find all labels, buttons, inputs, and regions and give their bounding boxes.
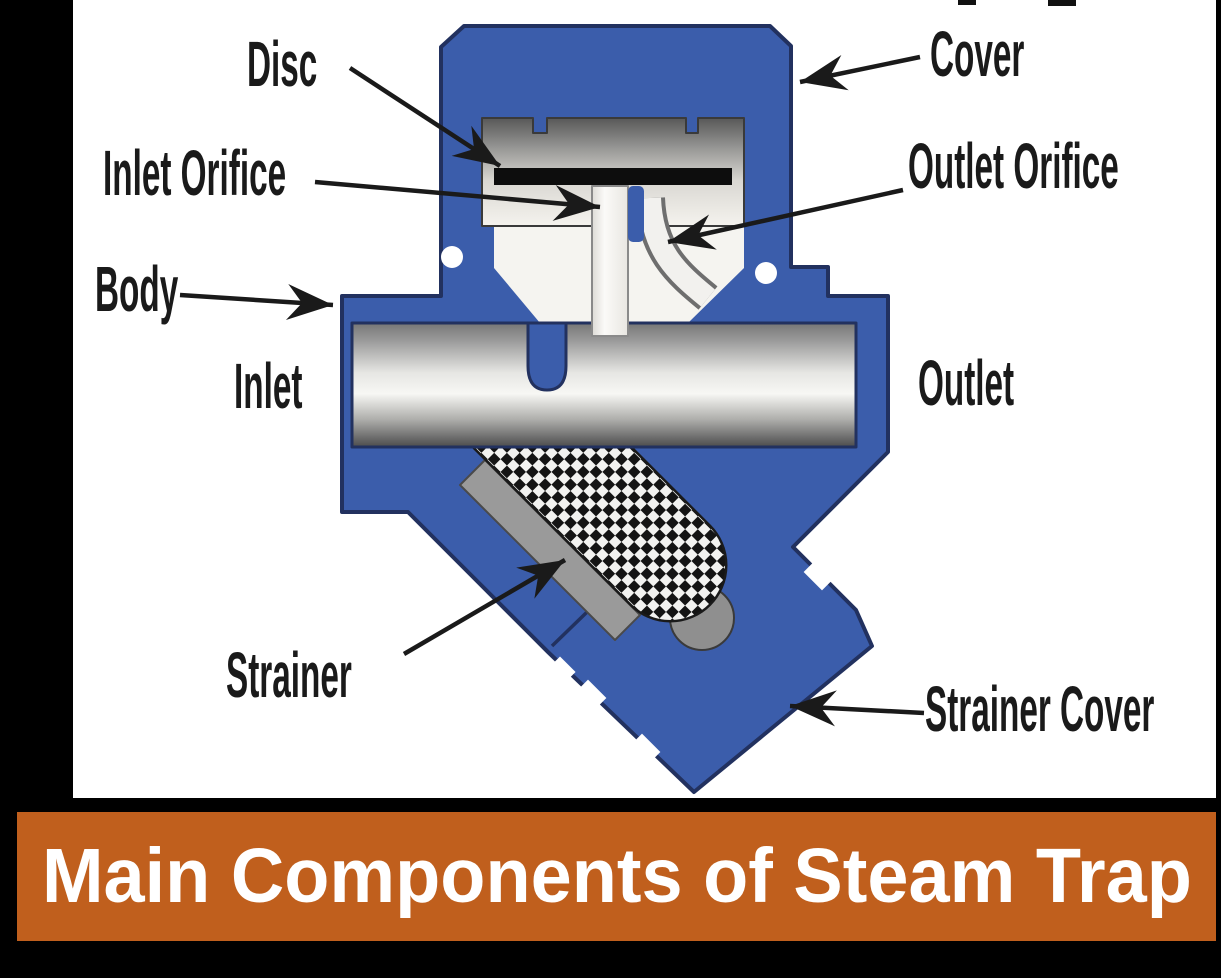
inlet-orifice-arrow	[314, 179, 601, 221]
callout-arrows	[179, 54, 925, 727]
pipe-bore	[350, 321, 858, 449]
label-outlet-orifice-text: Outlet Orifice	[908, 130, 1119, 202]
strainer-arrow	[402, 558, 567, 656]
top-edge-artifact	[958, 0, 976, 5]
title-banner: Main Components of Steam Trap	[17, 812, 1216, 941]
inlet-riser	[591, 185, 629, 337]
disc-shape	[494, 168, 732, 185]
outlet-channel	[639, 197, 715, 307]
outlet-orifice-arrow	[667, 187, 904, 250]
label-outlet-orifice: Outlet Orifice	[908, 134, 1221, 198]
label-inlet: Inlet	[234, 354, 366, 418]
cover-bolt-notch	[755, 262, 777, 284]
label-cover: Cover	[930, 22, 1111, 86]
label-disc-text: Disc	[247, 28, 318, 100]
label-strainer-text: Strainer	[226, 639, 352, 711]
disc-arrow	[348, 66, 502, 168]
label-body: Body	[95, 257, 255, 321]
body-arrow	[179, 284, 334, 320]
label-strainer: Strainer	[226, 643, 468, 707]
label-disc: Disc	[247, 32, 382, 96]
label-outlet-text: Outlet	[918, 347, 1015, 419]
label-body-text: Body	[95, 253, 179, 325]
title-banner-text: Main Components of Steam Trap	[41, 833, 1192, 919]
label-cover-text: Cover	[930, 18, 1025, 90]
label-inlet-text: Inlet	[234, 350, 303, 422]
orifice-divider	[628, 186, 644, 242]
label-inlet-orifice: Inlet Orifice	[103, 141, 455, 205]
label-strainer-cover: Strainer Cover	[925, 677, 1221, 741]
label-outlet: Outlet	[918, 351, 1103, 415]
inlet-wall	[526, 321, 568, 392]
cover-arrow	[799, 54, 921, 91]
top-edge-artifact	[1048, 0, 1076, 6]
strainer-cover-arrow	[789, 690, 925, 727]
cover-bolt-notch	[441, 246, 463, 268]
label-strainer-cover-text: Strainer Cover	[925, 673, 1155, 745]
label-inlet-orifice-text: Inlet Orifice	[103, 137, 287, 209]
steam-trap-cutaway	[340, 24, 890, 794]
